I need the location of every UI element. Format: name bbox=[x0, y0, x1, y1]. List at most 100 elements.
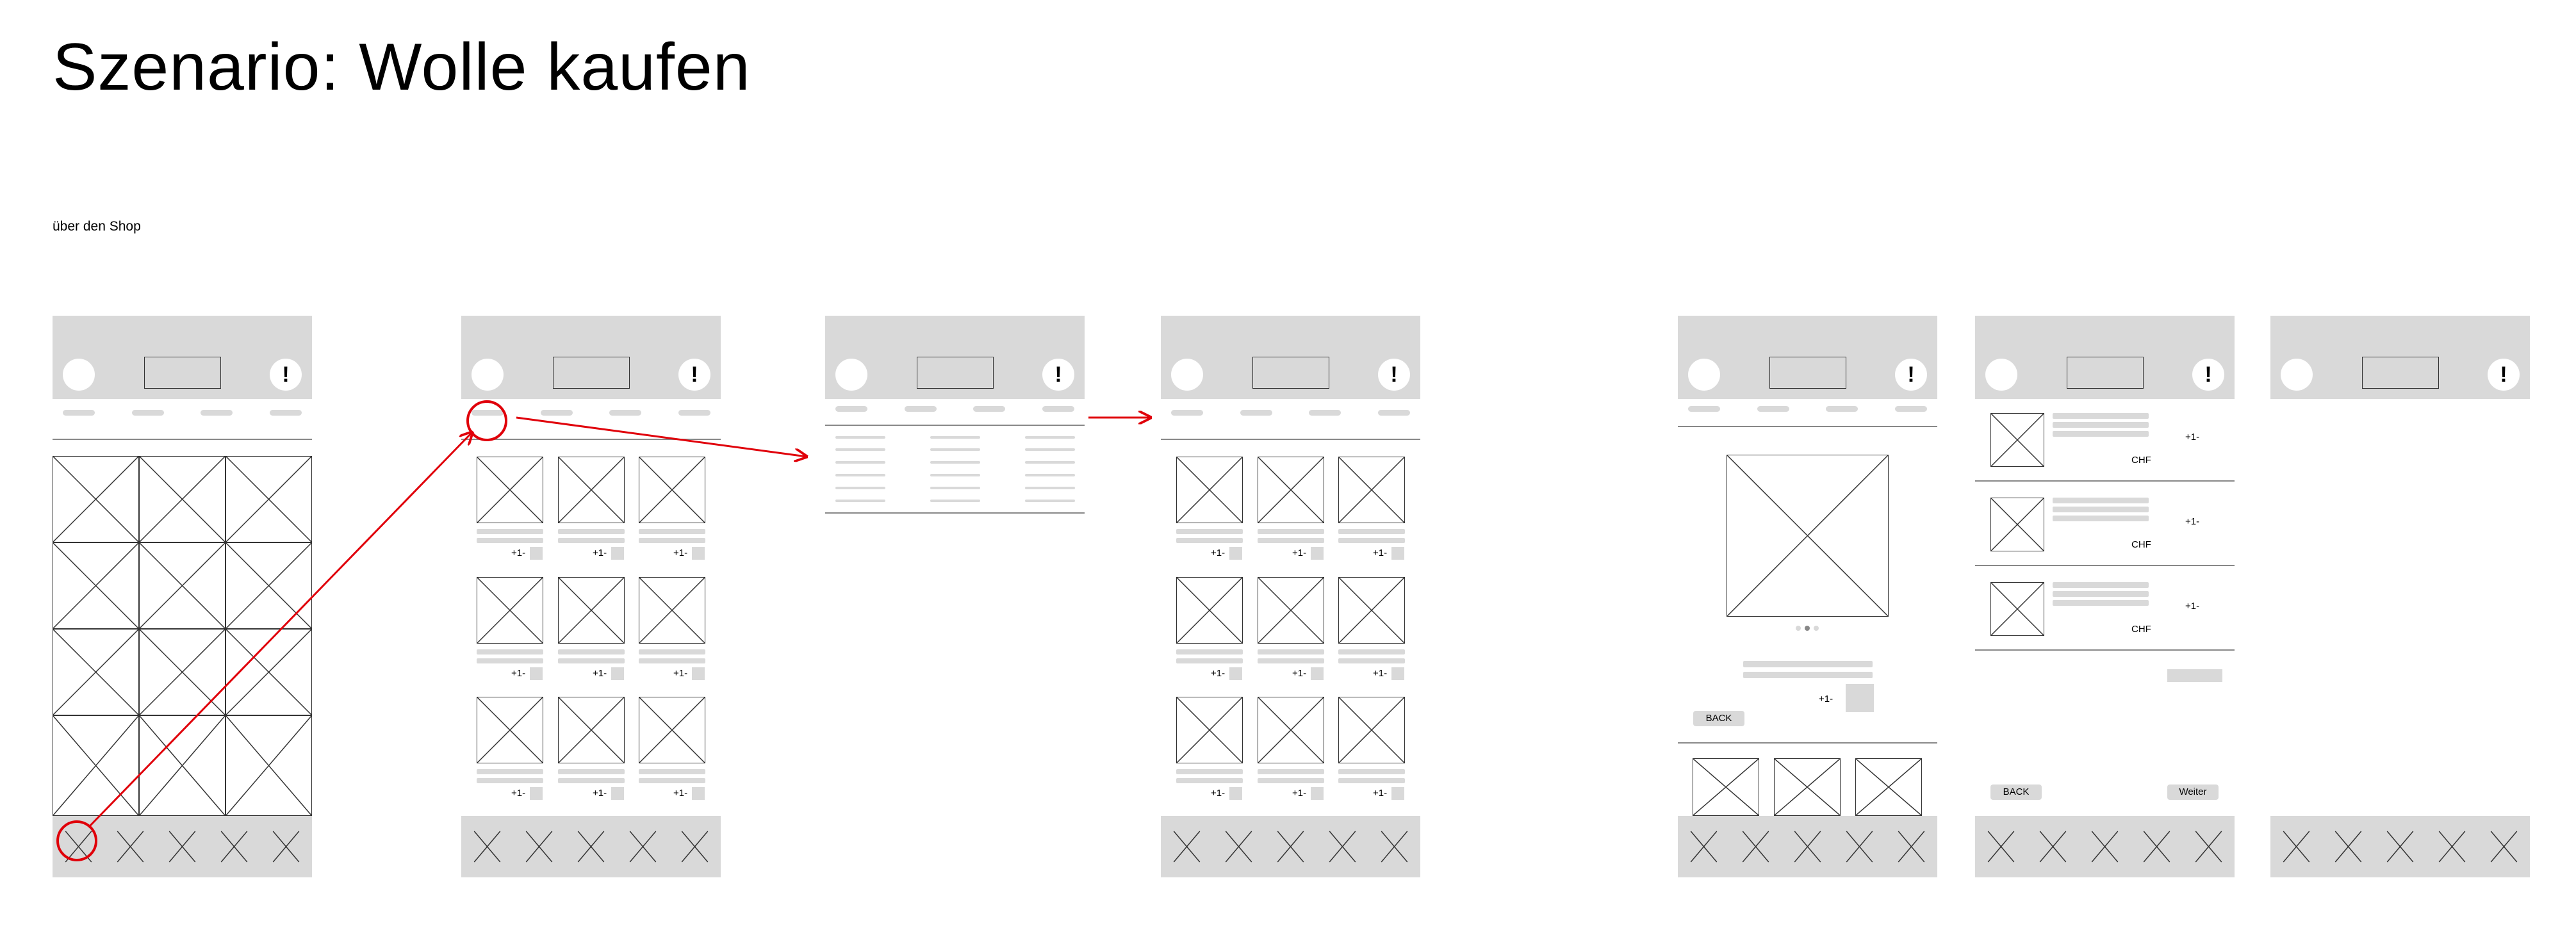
add-to-cart-button[interactable] bbox=[692, 787, 705, 800]
carousel-dot[interactable] bbox=[1814, 626, 1819, 631]
alert-icon[interactable]: ! bbox=[1042, 359, 1074, 391]
category-tab[interactable] bbox=[1240, 410, 1272, 416]
bottom-nav-item[interactable] bbox=[1885, 816, 1937, 877]
hero-image-placeholder[interactable] bbox=[226, 542, 312, 629]
submenu-link[interactable] bbox=[1025, 474, 1075, 476]
product-image[interactable] bbox=[477, 697, 543, 763]
category-tab[interactable] bbox=[1895, 406, 1927, 412]
bottom-nav-item[interactable] bbox=[461, 816, 513, 877]
category-tab[interactable] bbox=[541, 410, 573, 416]
product-image[interactable] bbox=[639, 457, 705, 523]
product-image[interactable] bbox=[558, 577, 625, 644]
bottom-nav-item[interactable] bbox=[104, 816, 156, 877]
bottom-nav-item[interactable] bbox=[669, 816, 721, 877]
product-image[interactable] bbox=[639, 577, 705, 644]
product-image[interactable] bbox=[1338, 577, 1405, 644]
add-to-cart-button[interactable] bbox=[692, 667, 705, 680]
bottom-nav-item[interactable] bbox=[2478, 816, 2530, 877]
submenu-link[interactable] bbox=[930, 487, 980, 489]
bottom-nav-item[interactable] bbox=[260, 816, 312, 877]
cart-item-image[interactable] bbox=[1990, 498, 2044, 551]
hero-image-placeholder[interactable] bbox=[226, 456, 312, 542]
submenu-link[interactable] bbox=[930, 448, 980, 451]
bottom-nav-item[interactable] bbox=[2183, 816, 2235, 877]
category-tab[interactable] bbox=[1826, 406, 1858, 412]
bottom-nav-item[interactable] bbox=[2027, 816, 2079, 877]
avatar[interactable] bbox=[835, 359, 867, 391]
add-to-cart-button[interactable] bbox=[1846, 684, 1874, 712]
category-tab[interactable] bbox=[609, 410, 641, 416]
submenu-link[interactable] bbox=[835, 487, 885, 489]
bottom-nav-item[interactable] bbox=[2131, 816, 2183, 877]
alert-icon[interactable]: ! bbox=[2488, 359, 2520, 391]
hero-image-placeholder[interactable] bbox=[53, 456, 139, 542]
category-tab[interactable] bbox=[270, 410, 302, 416]
back-button[interactable]: BACK bbox=[1693, 711, 1744, 726]
bottom-nav-item[interactable] bbox=[208, 816, 260, 877]
bottom-nav-item[interactable] bbox=[1265, 816, 1317, 877]
add-to-cart-button[interactable] bbox=[530, 547, 543, 560]
hero-image-placeholder[interactable] bbox=[139, 542, 226, 629]
product-image[interactable] bbox=[1338, 457, 1405, 523]
submenu-link[interactable] bbox=[835, 448, 885, 451]
add-to-cart-button[interactable] bbox=[1229, 787, 1242, 800]
avatar[interactable] bbox=[2281, 359, 2313, 391]
category-tab[interactable] bbox=[678, 410, 710, 416]
next-button[interactable]: Weiter bbox=[2167, 785, 2219, 800]
avatar[interactable] bbox=[472, 359, 504, 391]
submenu-link[interactable] bbox=[835, 436, 885, 439]
bottom-nav-item[interactable] bbox=[1730, 816, 1782, 877]
add-to-cart-button[interactable] bbox=[1311, 547, 1324, 560]
product-image[interactable] bbox=[1258, 577, 1324, 644]
carousel-dot[interactable] bbox=[1796, 626, 1801, 631]
product-image[interactable] bbox=[477, 577, 543, 644]
bottom-nav-item[interactable] bbox=[513, 816, 565, 877]
bottom-nav-item[interactable] bbox=[2079, 816, 2131, 877]
back-button[interactable]: BACK bbox=[1990, 785, 2042, 800]
submenu-link[interactable] bbox=[1025, 500, 1075, 502]
related-product-image[interactable] bbox=[1855, 758, 1922, 816]
submenu-link[interactable] bbox=[1025, 436, 1075, 439]
category-tab[interactable] bbox=[1688, 406, 1720, 412]
product-image[interactable] bbox=[558, 457, 625, 523]
bottom-nav-item[interactable] bbox=[1161, 816, 1213, 877]
product-image[interactable] bbox=[1258, 697, 1324, 763]
bottom-nav-item[interactable] bbox=[2374, 816, 2426, 877]
category-tab[interactable] bbox=[63, 410, 95, 416]
bottom-nav-item[interactable] bbox=[565, 816, 617, 877]
hero-image-placeholder[interactable] bbox=[139, 456, 226, 542]
category-tab[interactable] bbox=[472, 410, 504, 416]
bottom-nav-item[interactable] bbox=[1678, 816, 1730, 877]
bottom-nav-item[interactable] bbox=[2270, 816, 2322, 877]
submenu-link[interactable] bbox=[930, 436, 980, 439]
add-to-cart-button[interactable] bbox=[1229, 667, 1242, 680]
bottom-nav-item[interactable] bbox=[1834, 816, 1885, 877]
bottom-nav-item[interactable] bbox=[1317, 816, 1368, 877]
alert-icon[interactable]: ! bbox=[678, 359, 710, 391]
category-tab[interactable] bbox=[132, 410, 164, 416]
avatar[interactable] bbox=[1688, 359, 1720, 391]
add-to-cart-button[interactable] bbox=[1391, 547, 1404, 560]
category-tab[interactable] bbox=[973, 406, 1005, 412]
product-image[interactable] bbox=[1176, 457, 1243, 523]
alert-icon[interactable]: ! bbox=[270, 359, 302, 391]
submenu-link[interactable] bbox=[930, 461, 980, 464]
add-to-cart-button[interactable] bbox=[530, 787, 543, 800]
hero-image-placeholder[interactable] bbox=[53, 542, 139, 629]
bottom-nav-item[interactable] bbox=[156, 816, 208, 877]
cart-item-image[interactable] bbox=[1990, 413, 2044, 467]
submenu-link[interactable] bbox=[835, 461, 885, 464]
add-to-cart-button[interactable] bbox=[1391, 667, 1404, 680]
hero-image-placeholder[interactable] bbox=[53, 715, 139, 816]
submenu-link[interactable] bbox=[1025, 461, 1075, 464]
bottom-nav-item[interactable] bbox=[2322, 816, 2374, 877]
add-to-cart-button[interactable] bbox=[530, 667, 543, 680]
product-image[interactable] bbox=[1258, 457, 1324, 523]
category-tab[interactable] bbox=[905, 406, 937, 412]
related-product-image[interactable] bbox=[1774, 758, 1841, 816]
carousel-dot-active[interactable] bbox=[1805, 626, 1810, 631]
bottom-nav-item[interactable] bbox=[1213, 816, 1265, 877]
product-image[interactable] bbox=[1176, 697, 1243, 763]
product-image[interactable] bbox=[558, 697, 625, 763]
hero-image-placeholder[interactable] bbox=[226, 715, 312, 816]
